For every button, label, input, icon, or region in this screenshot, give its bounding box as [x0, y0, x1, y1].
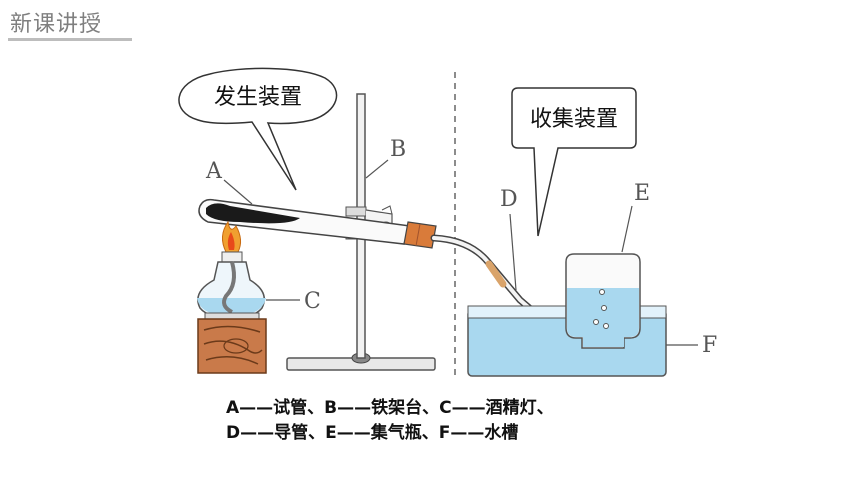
- label-F: F: [702, 333, 717, 358]
- label-E-leader: [621, 205, 633, 253]
- gas-bottle: [565, 253, 641, 349]
- label-D: D: [500, 187, 518, 212]
- generator-bubble: 发生装置: [178, 67, 338, 191]
- caption-line-1: A——试管、B——铁架台、C——酒精灯、: [226, 398, 554, 418]
- collector-bubble: 收集装置: [511, 87, 637, 237]
- label-E: E: [634, 181, 650, 206]
- label-A-leader: [223, 179, 253, 205]
- section-title: 新课讲授: [10, 12, 103, 37]
- label-A: A: [205, 159, 223, 184]
- label-C: C: [304, 289, 321, 314]
- test-tube: [198, 198, 437, 249]
- caption-line-2: D——导管、E——集气瓶、F——水槽: [226, 423, 519, 443]
- wood-block: [197, 318, 267, 374]
- collector-bubble-text: 收集装置: [530, 107, 618, 132]
- alcohol-lamp: [197, 220, 266, 320]
- caption: A——试管、B——铁架台、C——酒精灯、 D——导管、E——集气瓶、F——水槽: [226, 396, 554, 446]
- title-underline: [8, 38, 132, 41]
- generator-bubble-text: 发生装置: [214, 85, 302, 110]
- label-B: B: [390, 137, 406, 162]
- label-B-leader: [365, 159, 389, 179]
- label-D-leader: [509, 213, 517, 291]
